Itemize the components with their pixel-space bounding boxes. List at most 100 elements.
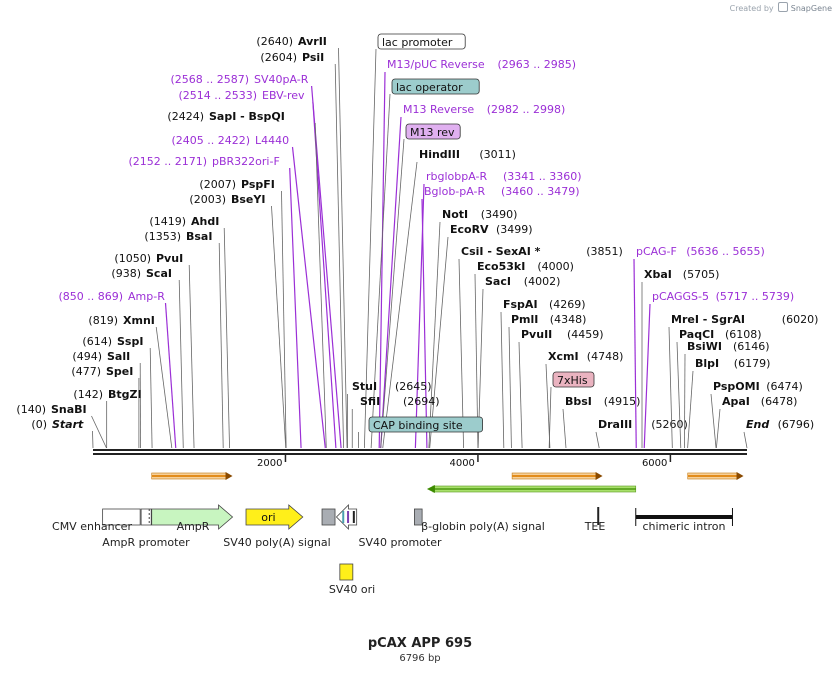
- left-bseyi-name: BseYI: [231, 193, 265, 206]
- left-ahdi-coord: (1419): [149, 215, 186, 228]
- left-ahdi-connector: [223, 227, 230, 449]
- left-snabi-connector: [91, 415, 107, 449]
- center-sfii-name: SfiI: [360, 395, 380, 408]
- left-sv40pa-r-coord: (2568 .. 2587): [170, 73, 249, 86]
- left-psii-coord: (2604): [260, 51, 297, 64]
- right-ecorv-connector: [429, 236, 449, 449]
- right-m13-puc-reverse-connector: [378, 71, 386, 449]
- left-l4440-coord: (2405 .. 2422): [171, 134, 250, 147]
- left-xmni-name: XmnI: [123, 314, 155, 327]
- left-sv40pa-r-name: SV40pA-R: [254, 73, 309, 86]
- right-m13-rev-label: M13 rev: [410, 126, 455, 139]
- right-blpi-coord: (6179): [734, 357, 771, 370]
- right-m13-reverse-name: M13 Reverse: [403, 103, 474, 116]
- left-start-coord: (0): [31, 418, 47, 431]
- right-mrei-sgrai-name: MreI - SgrAI: [671, 313, 745, 326]
- left-amp-r-name: Amp-R: [128, 290, 165, 303]
- left-sali-name: SalI: [107, 350, 130, 363]
- right-m13-reverse-connector: [380, 116, 402, 449]
- feature-cmv-enhancer: [102, 508, 141, 526]
- left-pvui-name: PvuI: [156, 252, 183, 265]
- right-lac-promoter-box: [377, 33, 466, 50]
- center-sfii-coord: (2694): [403, 395, 440, 408]
- credit-prefix: Created by: [729, 4, 774, 13]
- right-pspomi-connector: [710, 393, 717, 449]
- left-amp-r-coord: (850 .. 869): [58, 290, 123, 303]
- right-7xhis-label: 7xHis: [557, 374, 588, 387]
- left-btgzi-coord: (142): [73, 388, 103, 401]
- axis-tick-label-6000: 6000: [642, 458, 667, 469]
- right-saci-name: SacI: [485, 275, 511, 288]
- feature-sv40-poly-a-signal: [321, 508, 336, 526]
- right-m13-puc-reverse-name: M13/pUC Reverse: [387, 58, 485, 71]
- right-xbai-name: XbaI: [644, 268, 672, 281]
- right-pcaggs-5-coord: (5717 .. 5739): [716, 290, 795, 303]
- plasmid-name: pCAX APP 695: [367, 636, 473, 651]
- right-bglob-pa-r-name: Bglob-pA-R: [424, 185, 486, 198]
- right-bbsi-name: BbsI: [565, 395, 592, 408]
- left-l4440-name: L4440: [255, 134, 289, 147]
- right-7xhis-box: [552, 371, 595, 388]
- left-pspfi-name: PspFI: [241, 178, 275, 191]
- right-fspai-connector: [500, 311, 505, 449]
- right-xcmi-coord: (4748): [587, 350, 624, 363]
- right-paqci-name: PaqCI: [679, 328, 714, 341]
- right-blpi-name: BlpI: [695, 357, 719, 370]
- right-m13-rev-connector: [380, 138, 405, 449]
- left-snabi-name: SnaBI: [51, 403, 87, 416]
- right-hindiii-coord: (3011): [479, 148, 516, 161]
- orange-arrow-head-0: [225, 472, 233, 480]
- right-7xhis-connector: [548, 386, 552, 449]
- right-xbai-coord: (5705): [683, 268, 720, 281]
- credit-text: Created by SnapGene: [730, 2, 832, 13]
- feature-sv40-poly-a-signal-label: SV40 poly(A) signal: [223, 536, 330, 549]
- feature-tee-label: TEE: [584, 520, 606, 533]
- left-spei-coord: (477): [71, 365, 101, 378]
- right-mrei-sgrai-coord: (6020): [782, 313, 819, 326]
- orange-arrow-head-1: [595, 472, 603, 480]
- left-sspi-coord: (614): [82, 335, 112, 348]
- left-bsai-connector: [218, 242, 224, 449]
- right-draiii-connector: [595, 431, 600, 449]
- right-end-coord: (6796): [778, 418, 815, 431]
- center-cap-binding-site-box: [368, 416, 483, 433]
- left-btgzi-name: BtgZI: [108, 388, 142, 401]
- right-paqci-coord: (6108): [725, 328, 762, 341]
- left-pbr322ori-f-name: pBR322ori-F: [212, 155, 280, 168]
- right-end-name: End: [746, 418, 769, 431]
- feature-ampr-promoter-label: AmpR promoter: [102, 536, 190, 549]
- right-ecorv-coord: (3499): [496, 223, 533, 236]
- left-avrii-name: AvrII: [298, 35, 327, 48]
- left-sapi-bspqi-coord: (2424): [167, 110, 204, 123]
- feature-chimeric-intron-label: chimeric intron: [642, 520, 725, 533]
- right-saci-coord: (4002): [524, 275, 561, 288]
- right-pspomi-name: PspOMI: [713, 380, 760, 393]
- orange-arrow-head-2: [736, 472, 744, 480]
- right-csii-sexai-coord: (3851): [586, 245, 623, 258]
- left-scai-name: ScaI: [146, 267, 172, 280]
- right-lac-promoter-connector: [363, 48, 377, 449]
- right-blpi-connector: [687, 370, 694, 449]
- right-pvuii-connector: [518, 341, 523, 449]
- feature-ampr-label: AmpR: [177, 520, 210, 533]
- left-bsai-name: BsaI: [186, 230, 212, 243]
- right-lac-operator-connector: [370, 93, 391, 449]
- right-lac-promoter-label: lac promoter: [382, 36, 453, 49]
- right-bsiwi-coord: (6146): [733, 340, 770, 353]
- credit-brand: SnapGene: [790, 4, 832, 13]
- sv40-region-marker-1: [347, 511, 350, 523]
- right-draiii-name: DraIII: [598, 418, 632, 431]
- left-ahdi-name: AhdI: [191, 215, 219, 228]
- left-amp-r-connector: [164, 302, 177, 449]
- feature-ori-inner-label: ori: [261, 511, 275, 524]
- feature-globin-poly-a-signal-label: β-globin poly(A) signal: [421, 520, 545, 533]
- feature-cmv-enhancer-label: CMV enhancer: [52, 520, 132, 533]
- right-pcag-f-name: pCAG-F: [636, 245, 677, 258]
- right-pvuii-name: PvuII: [521, 328, 552, 341]
- right-end-connector: [743, 431, 748, 449]
- left-xmni-connector: [155, 326, 173, 449]
- right-xcmi-name: XcmI: [548, 350, 579, 363]
- left-sv40pa-r-connector: [311, 85, 342, 449]
- left-pvui-connector: [188, 264, 195, 449]
